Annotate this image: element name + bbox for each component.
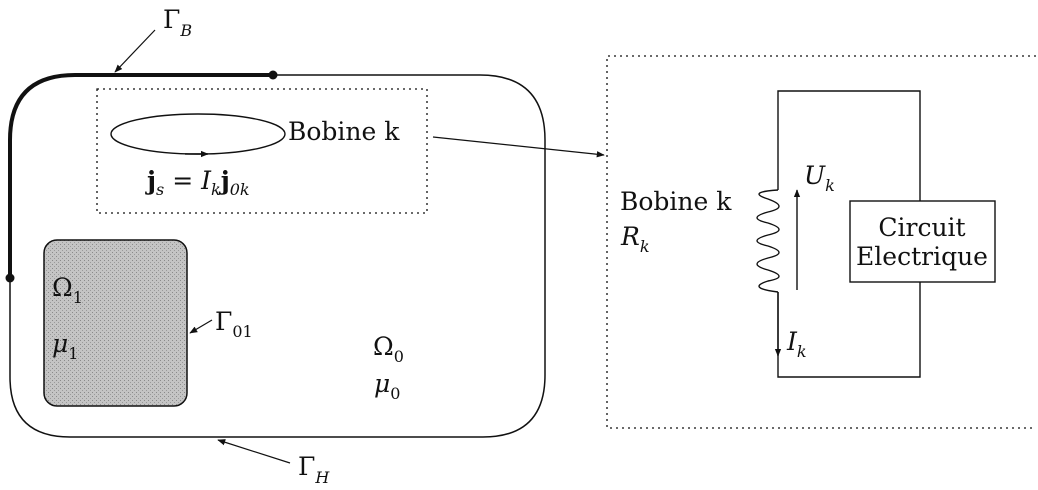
gamma-01-label: Γ01 — [215, 307, 253, 341]
electric-circuit-line2: Electrique — [856, 242, 988, 271]
coil-label: Bobine k — [288, 117, 400, 146]
mu-1-label: μ1 — [52, 329, 78, 363]
omega-0-label: Ω0 — [373, 332, 404, 366]
coil-region-box — [96, 88, 428, 214]
circuit-coil-label: Bobine k — [620, 187, 732, 216]
voltage-label: Uk — [804, 161, 835, 195]
omega-1-label: Ω1 — [52, 273, 83, 307]
gamma-b-label: ΓB — [163, 5, 192, 40]
gamma-b-endpoint-top — [268, 70, 278, 80]
resistance-label: Rk — [620, 222, 650, 256]
mu-0-label: μ0 — [374, 369, 400, 403]
gamma-b-endpoint-bottom — [5, 273, 15, 283]
gamma-b-boundary — [8, 73, 273, 278]
gamma-h-pointer — [217, 439, 291, 464]
gamma-01-pointer — [189, 319, 213, 334]
material-region — [43, 239, 188, 407]
current-label: Ik — [786, 327, 807, 361]
inductor-coil — [756, 189, 780, 293]
electric-circuit-line1: Circuit — [878, 213, 965, 242]
circuit-region-box — [606, 55, 1036, 429]
gamma-b-pointer — [114, 29, 156, 73]
electric-circuit-box — [849, 200, 996, 283]
gamma-h-label: ΓH — [298, 452, 330, 487]
coil-to-circuit-arrow — [432, 136, 605, 158]
coil-loop — [110, 113, 286, 155]
source-current-equation: js = Ikj0k — [145, 166, 250, 199]
